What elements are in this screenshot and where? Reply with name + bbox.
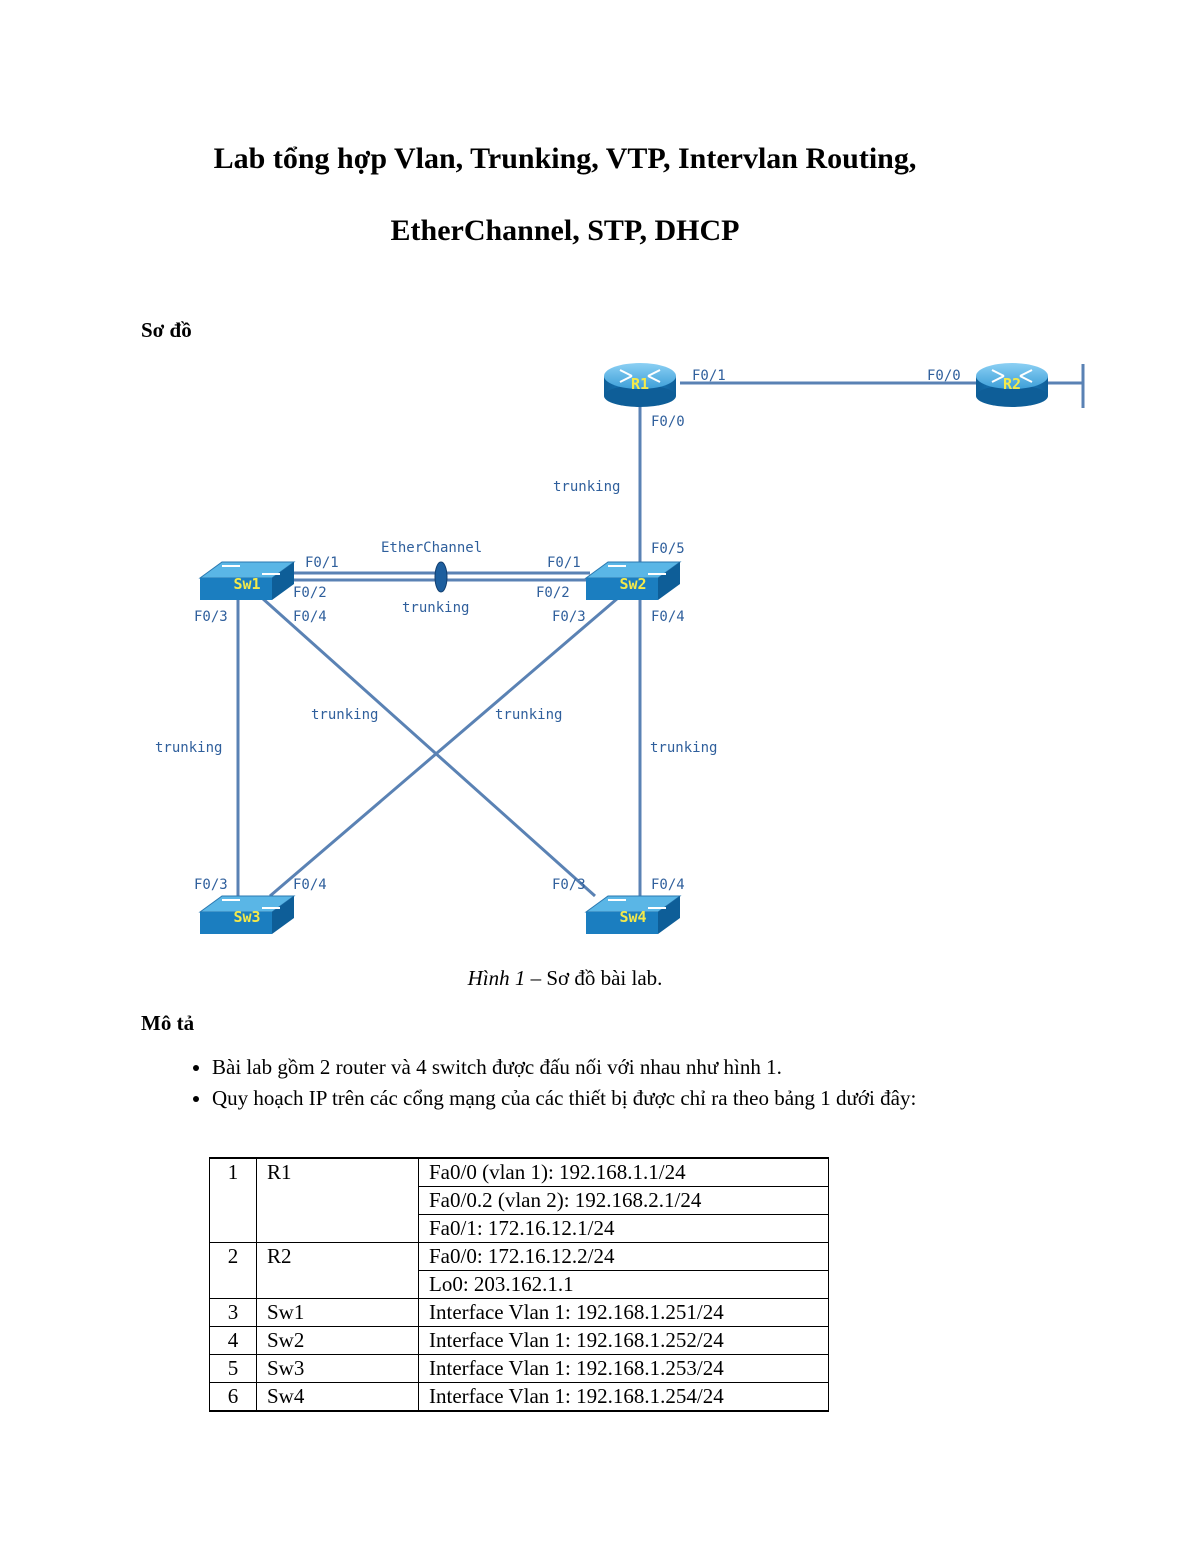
table-cell-number: 1: [209, 1157, 257, 1243]
table-cell-address: Fa0/0 (vlan 1): 192.168.1.1/24: [418, 1157, 829, 1187]
router-r1-icon: R1: [604, 363, 676, 407]
table-row: 5 Sw3 Interface Vlan 1: 192.168.1.253/24: [209, 1354, 829, 1383]
table-row: 2 R2 Fa0/0: 172.16.12.2/24: [209, 1242, 829, 1299]
list-item: Bài lab gồm 2 router và 4 switch được đấ…: [212, 1052, 1052, 1083]
port-label-sw1-f03: F0/3: [194, 609, 228, 625]
table-cell-address: Fa0/0: 172.16.12.2/24: [418, 1242, 829, 1271]
section-heading-description: Mô tả: [141, 1011, 195, 1035]
switch-sw3-icon: Sw3: [198, 895, 296, 934]
table-cell-device: Sw4: [256, 1382, 419, 1412]
port-label-r2-f00: F0/0: [927, 368, 961, 384]
table-cell-address: Fa0/1: 172.16.12.1/24: [418, 1214, 829, 1243]
port-label-sw2-f01: F0/1: [547, 555, 581, 571]
port-label-r1-f01: F0/1: [692, 368, 726, 384]
router-r1-label: R1: [631, 375, 649, 393]
link-label-sw1-sw3: trunking: [155, 740, 222, 756]
link-label-sw2-sw3: trunking: [495, 707, 562, 723]
port-label-sw2-f04: F0/4: [651, 609, 685, 625]
port-label-sw1-f01: F0/1: [305, 555, 339, 571]
port-label-sw3-f03: F0/3: [194, 877, 228, 893]
table-row: 6 Sw4 Interface Vlan 1: 192.168.1.254/24: [209, 1382, 829, 1412]
list-item: Quy hoạch IP trên các cổng mạng của các …: [212, 1083, 1052, 1114]
table-cell-address: Lo0: 203.162.1.1: [418, 1270, 829, 1299]
ip-plan-table: 1 R1 Fa0/0 (vlan 1): 192.168.1.1/24 Fa0/…: [209, 1157, 829, 1412]
etherchannel-bundle-icon: [434, 561, 448, 593]
port-label-sw1-f04: F0/4: [293, 609, 327, 625]
port-label-sw2-f03: F0/3: [552, 609, 586, 625]
table-cell-address: Interface Vlan 1: 192.168.1.251/24: [418, 1298, 829, 1327]
network-diagram: R1 R2 Sw1 Sw2 Sw3: [155, 363, 1085, 934]
table-cell-number: 5: [209, 1354, 257, 1383]
table-row: Fa0/0.2 (vlan 2): 192.168.2.1/24: [210, 1186, 829, 1215]
link-sw1-sw4: [260, 596, 597, 898]
table-row: 3 Sw1 Interface Vlan 1: 192.168.1.251/24: [209, 1298, 829, 1327]
table-row: Lo0: 203.162.1.1: [210, 1270, 829, 1299]
table-cell-number: 4: [209, 1326, 257, 1355]
table-cell-device: R1: [256, 1157, 419, 1243]
description-list: Bài lab gồm 2 router và 4 switch được đấ…: [160, 1052, 1052, 1114]
link-label-r1-sw2: trunking: [553, 479, 620, 495]
table-row: 4 Sw2 Interface Vlan 1: 192.168.1.252/24: [209, 1326, 829, 1355]
table-cell-device: Sw1: [256, 1298, 419, 1327]
table-cell-device: Sw2: [256, 1326, 419, 1355]
network-links: [236, 364, 1085, 900]
switch-sw4-label: Sw4: [619, 908, 646, 926]
table-cell-address: Fa0/0.2 (vlan 2): 192.168.2.1/24: [418, 1186, 829, 1215]
port-label-r1-f00: F0/0: [651, 414, 685, 430]
port-label-sw3-f04: F0/4: [293, 877, 327, 893]
router-r2-icon: R2: [976, 363, 1048, 407]
table-cell-number: 6: [209, 1382, 257, 1412]
table-cell-address: Interface Vlan 1: 192.168.1.252/24: [418, 1326, 829, 1355]
table-cell-address: Interface Vlan 1: 192.168.1.253/24: [418, 1354, 829, 1383]
table-cell-address: Interface Vlan 1: 192.168.1.254/24: [418, 1382, 829, 1412]
figure-caption: Hình 1 – Sơ đồ bài lab.: [0, 966, 1130, 991]
port-label-sw4-f03: F0/3: [552, 877, 586, 893]
port-label-sw4-f04: F0/4: [651, 877, 685, 893]
table-cell-device: R2: [256, 1242, 419, 1299]
link-label-etherchannel: EtherChannel: [381, 540, 482, 556]
table-cell-number: 2: [209, 1242, 257, 1299]
table-row: Fa0/1: 172.16.12.1/24: [210, 1214, 829, 1243]
port-label-sw2-f05: F0/5: [651, 541, 685, 557]
link-label-sw2-sw4: trunking: [650, 740, 717, 756]
section-heading-diagram: Sơ đồ: [141, 318, 192, 342]
figure-caption-number: Hình 1: [467, 966, 526, 990]
switch-sw4-icon: Sw4: [584, 895, 682, 934]
router-r2-label: R2: [1003, 375, 1021, 393]
table-cell-number: 3: [209, 1298, 257, 1327]
document-title-line-2: EtherChannel, STP, DHCP: [390, 214, 740, 247]
link-label-sw1-sw4: trunking: [311, 707, 378, 723]
port-label-sw1-f02: F0/2: [293, 585, 327, 601]
port-label-sw2-f02: F0/2: [536, 585, 570, 601]
document-title-line-1: Lab tổng hợp Vlan, Trunking, VTP, Interv…: [213, 142, 917, 175]
link-sw2-sw3: [269, 596, 619, 898]
switch-sw3-label: Sw3: [233, 908, 260, 926]
table-cell-device: Sw3: [256, 1354, 419, 1383]
link-label-sw1-sw2: trunking: [402, 600, 469, 616]
switch-sw1-label: Sw1: [233, 575, 260, 593]
switch-sw2-icon: Sw2: [584, 561, 682, 600]
table-row: 1 R1 Fa0/0 (vlan 1): 192.168.1.1/24: [209, 1157, 829, 1243]
figure-caption-text: – Sơ đồ bài lab.: [525, 966, 663, 990]
switch-sw1-icon: Sw1: [198, 561, 296, 600]
switch-sw2-label: Sw2: [619, 575, 646, 593]
